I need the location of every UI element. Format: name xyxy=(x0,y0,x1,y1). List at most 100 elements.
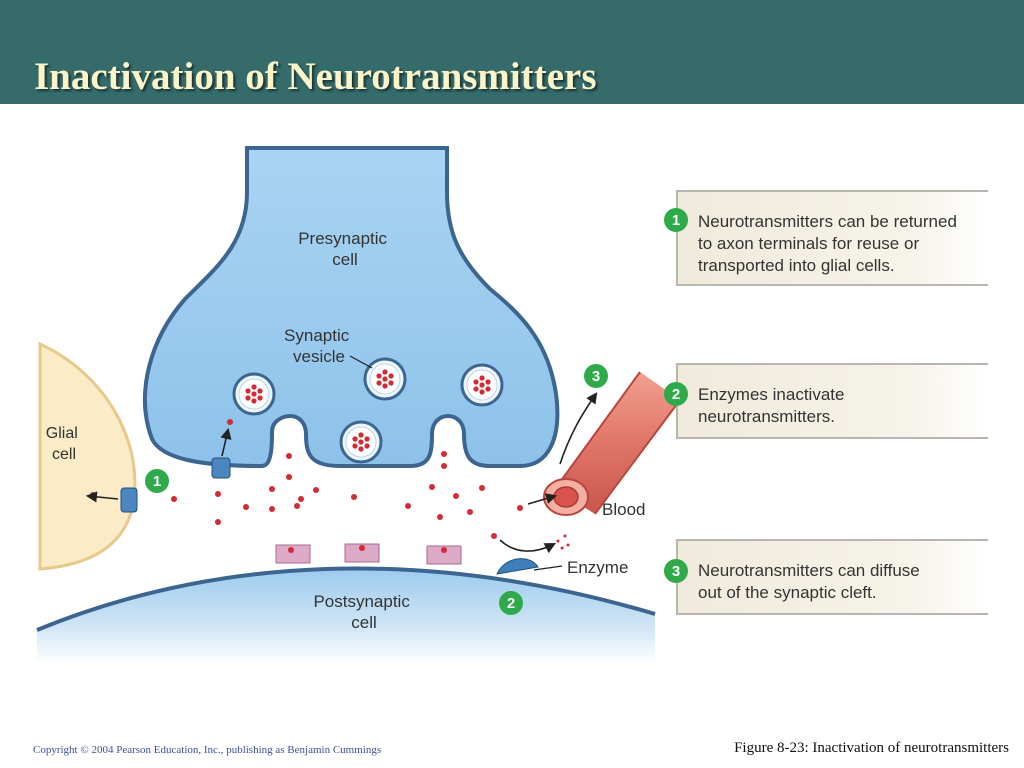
neurotransmitter xyxy=(479,382,485,388)
neurotransmitter xyxy=(479,485,485,491)
neurotransmitter xyxy=(388,380,394,386)
neurotransmitter xyxy=(376,373,382,379)
postsynaptic-cell xyxy=(37,568,655,664)
neurotransmitter xyxy=(171,496,177,502)
neurotransmitter xyxy=(286,453,292,459)
neurotransmitter xyxy=(251,384,257,390)
neurotransmitter xyxy=(352,436,358,442)
svg-text:2: 2 xyxy=(672,386,680,403)
step-1-text: Neurotransmitters can be returned to axo… xyxy=(698,212,962,275)
neurotransmitter xyxy=(376,380,382,386)
neurotransmitter xyxy=(382,369,388,375)
neurotransmitter xyxy=(441,451,447,457)
neurotransmitter xyxy=(517,505,523,511)
glial-cell-label: Glial cell xyxy=(46,425,82,463)
neurotransmitter xyxy=(441,463,447,469)
postsynaptic-membrane xyxy=(36,566,656,632)
presynaptic-cell xyxy=(143,146,560,469)
step-box-2: 2 Enzymes inactivate neurotransmitters. xyxy=(664,363,988,439)
neurotransmitter xyxy=(437,514,443,520)
blood-label: Blood xyxy=(602,500,645,519)
neurotransmitter xyxy=(364,436,370,442)
step-2-text: Enzymes inactivate neurotransmitters. xyxy=(698,385,849,426)
glial-transporter xyxy=(120,487,138,513)
neurotransmitter xyxy=(453,493,459,499)
diagram-badge-3: 3 xyxy=(584,364,608,388)
step-box-3: 3 Neurotransmitters can diffuse out of t… xyxy=(664,539,988,615)
neurotransmitter xyxy=(563,534,567,538)
neurotransmitter xyxy=(251,391,257,397)
arrow-to-blood xyxy=(527,493,558,505)
vesicle-pointer xyxy=(349,355,373,369)
receptor xyxy=(426,545,462,565)
neurotransmitter xyxy=(358,439,364,445)
neurotransmitter xyxy=(485,379,491,385)
receptor xyxy=(344,543,380,563)
enzyme-label: Enzyme xyxy=(567,558,628,577)
neurotransmitter xyxy=(358,446,364,452)
neurotransmitter xyxy=(556,539,560,543)
neurotransmitter xyxy=(215,519,221,525)
neurotransmitter xyxy=(227,419,233,425)
neurotransmitter xyxy=(257,395,263,401)
neurotransmitter xyxy=(351,494,357,500)
arrow-reuptake xyxy=(220,427,232,457)
step-box-1: 1 Neurotransmitters can be returned to a… xyxy=(664,190,988,286)
svg-text:3: 3 xyxy=(592,368,600,385)
neurotransmitter xyxy=(245,395,251,401)
neurotransmitter-dots xyxy=(90,369,570,550)
diagram-badge-2: 2 xyxy=(499,591,523,615)
neurotransmitter xyxy=(269,486,275,492)
neurotransmitter xyxy=(566,543,570,547)
neurotransmitter xyxy=(243,504,249,510)
neurotransmitter xyxy=(245,388,251,394)
figure-caption: Figure 8-23: Inactivation of neurotransm… xyxy=(734,740,1009,756)
neurotransmitter xyxy=(382,383,388,389)
glial-cell xyxy=(38,341,137,571)
neurotransmitter xyxy=(288,547,294,553)
neurotransmitter xyxy=(359,545,365,551)
neurotransmitter xyxy=(441,547,447,553)
slide-header xyxy=(0,0,1024,104)
neurotransmitter xyxy=(313,487,319,493)
blood-vessel xyxy=(543,371,681,516)
svg-text:1: 1 xyxy=(153,473,161,490)
neurotransmitter xyxy=(473,379,479,385)
neurotransmitter xyxy=(286,474,292,480)
arrow-glial-uptake xyxy=(85,491,119,503)
synaptic-vesicle-label: Synaptic vesicle xyxy=(284,326,354,366)
receptor xyxy=(275,544,311,564)
neurotransmitter xyxy=(560,546,564,550)
svg-text:3: 3 xyxy=(672,563,680,580)
neurotransmitter xyxy=(251,398,257,404)
neurotransmitter xyxy=(388,373,394,379)
step-3-text: Neurotransmitters can diffuse out of the… xyxy=(698,561,924,602)
presynaptic-transporter xyxy=(211,457,231,479)
neurotransmitter xyxy=(364,443,370,449)
neurotransmitter xyxy=(479,389,485,395)
synapse-diagram: Presynaptic cell Synaptic vesicle Glial … xyxy=(36,146,988,664)
enzyme xyxy=(496,558,539,575)
neurotransmitter xyxy=(269,506,275,512)
neurotransmitter xyxy=(358,432,364,438)
neurotransmitter xyxy=(257,388,263,394)
neurotransmitter xyxy=(298,496,304,502)
arrow-enzyme xyxy=(499,539,556,554)
neurotransmitter xyxy=(294,503,300,509)
neurotransmitter xyxy=(352,443,358,449)
postsynaptic-label: Postsynaptic cell xyxy=(313,592,414,632)
neurotransmitter xyxy=(382,376,388,382)
svg-text:2: 2 xyxy=(507,595,515,612)
diagram-badge-1: 1 xyxy=(145,469,169,493)
neurotransmitter xyxy=(479,375,485,381)
presynaptic-label: Presynaptic cell xyxy=(298,229,392,269)
svg-text:1: 1 xyxy=(672,212,680,229)
enzyme-pointer xyxy=(533,565,563,571)
neurotransmitter xyxy=(405,503,411,509)
neurotransmitter xyxy=(467,509,473,515)
copyright-notice: Copyright © 2004 Pearson Education, Inc.… xyxy=(33,744,382,756)
neurotransmitter xyxy=(429,484,435,490)
neurotransmitter xyxy=(485,386,491,392)
slide-title: Inactivation of Neurotransmitters xyxy=(34,55,597,98)
neurotransmitter xyxy=(215,491,221,497)
